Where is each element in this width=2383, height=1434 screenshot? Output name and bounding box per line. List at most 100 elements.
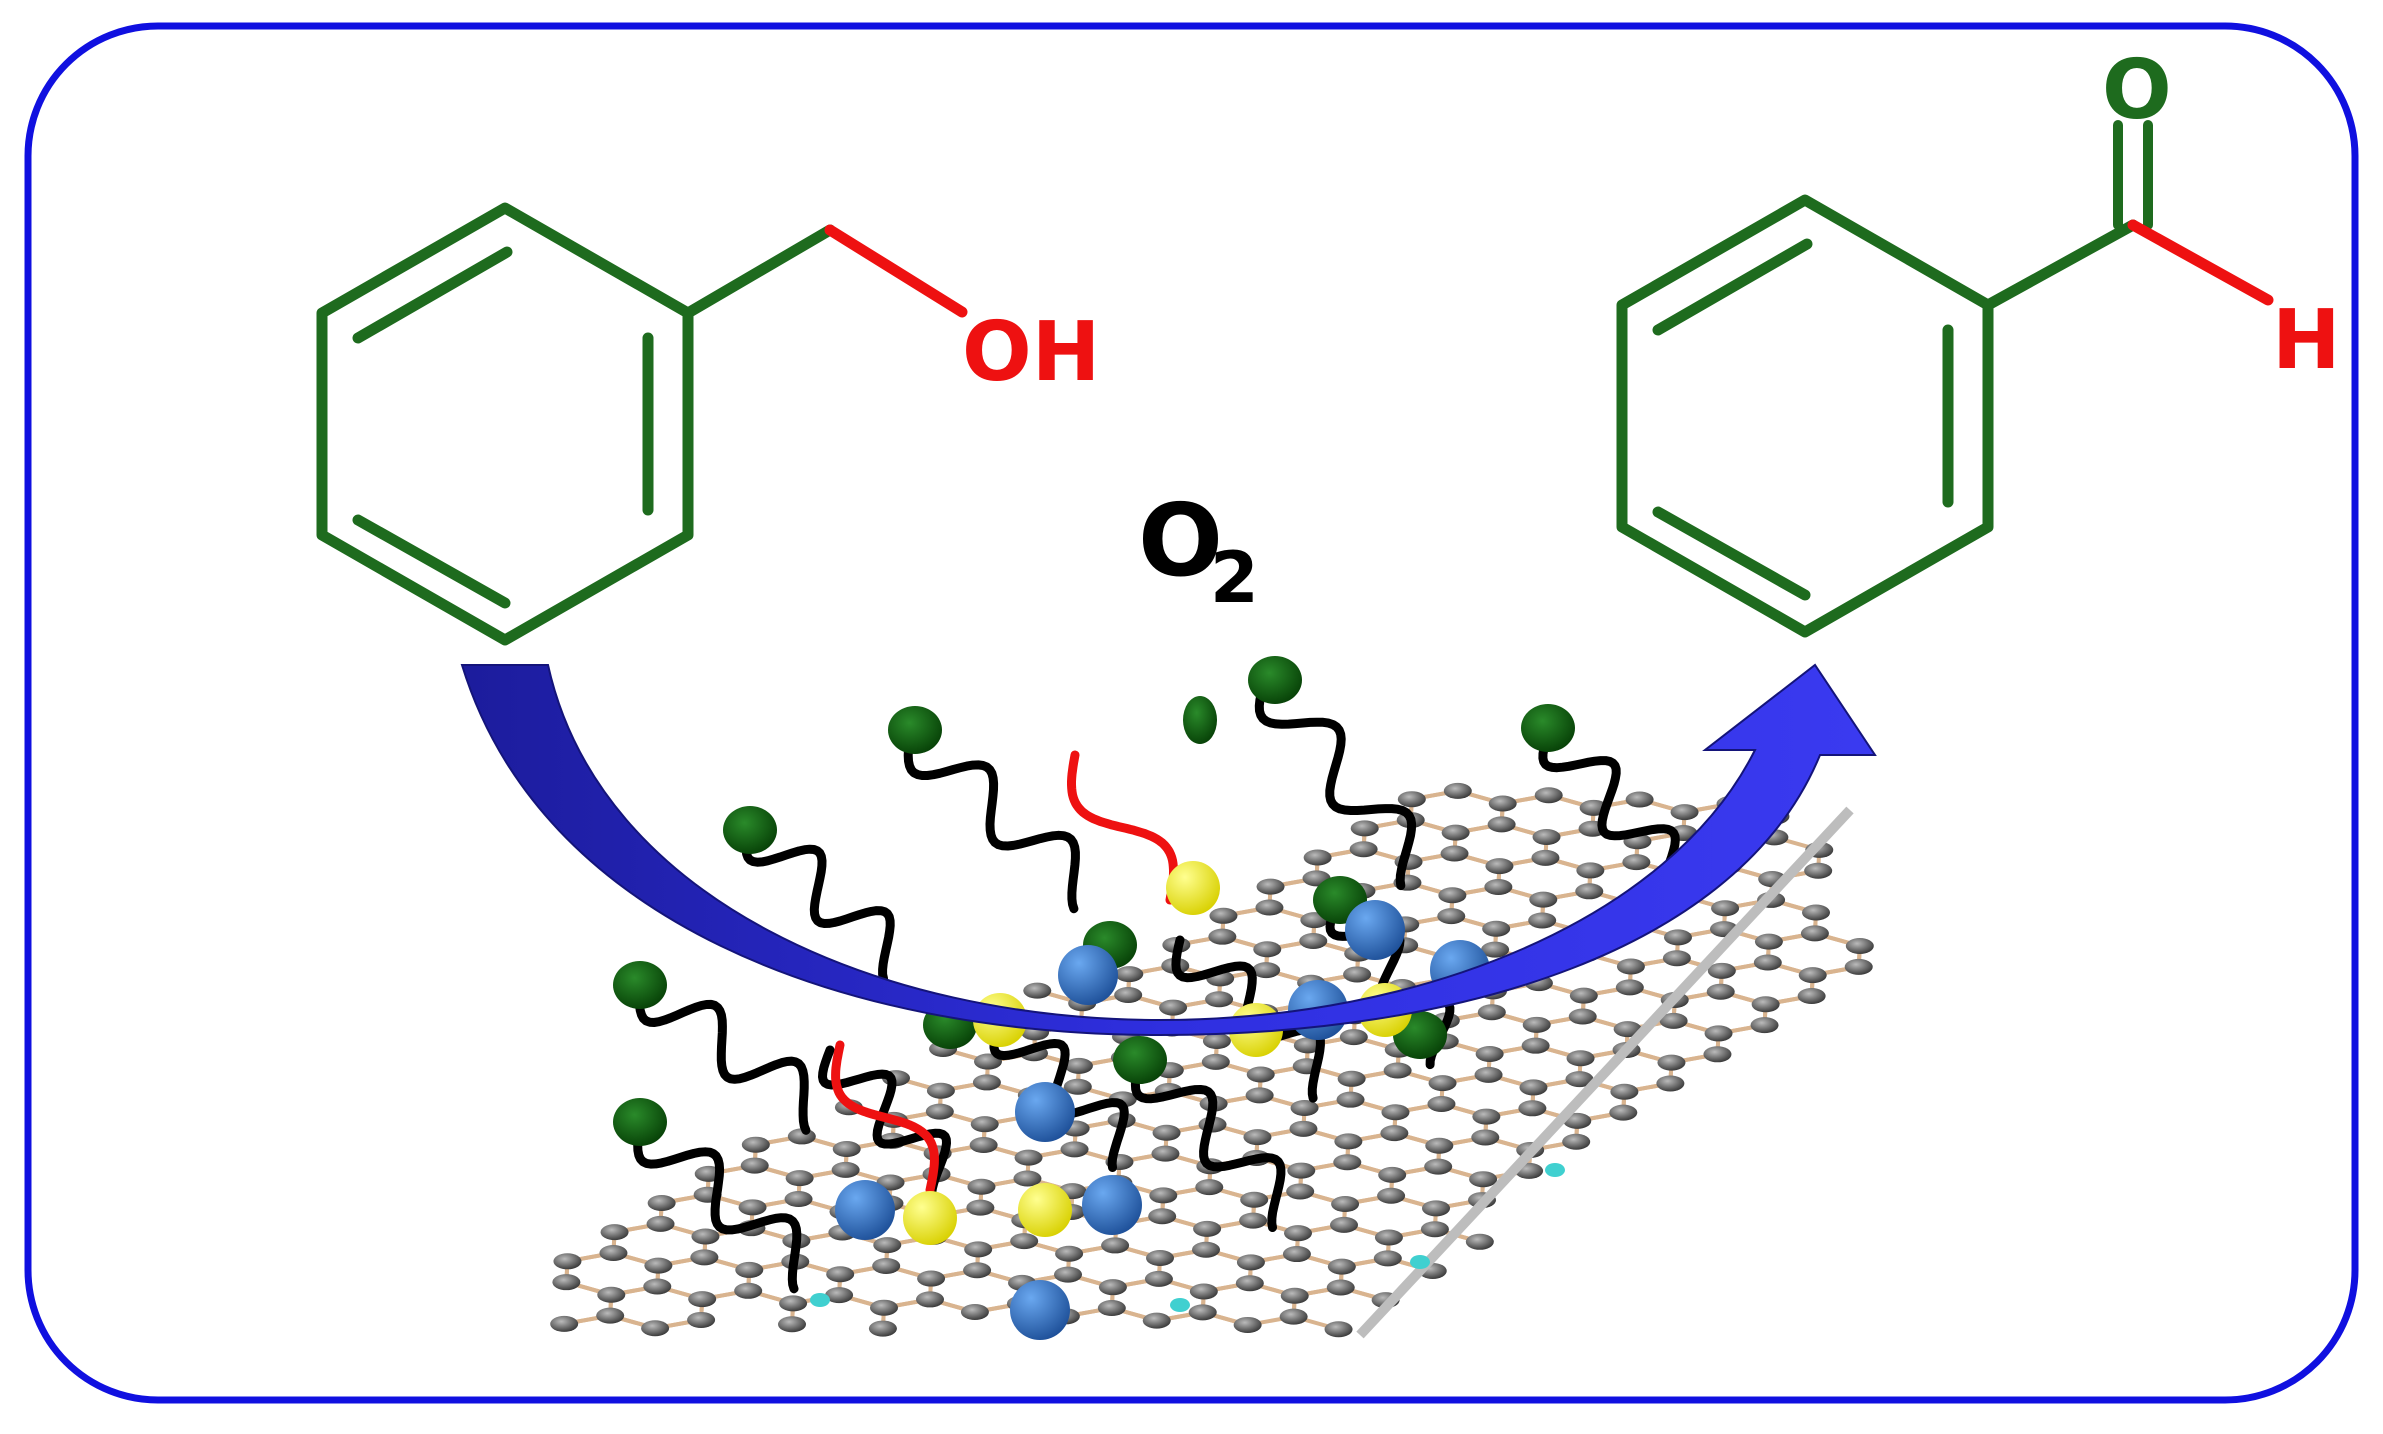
graphene-atom: [969, 1137, 998, 1154]
graphene-atom: [1750, 1017, 1779, 1034]
graphene-atom: [1751, 996, 1780, 1013]
ligand-head-group: [1183, 696, 1217, 744]
graphene-atom: [1625, 791, 1654, 808]
graphene-atom: [1337, 1070, 1366, 1087]
graphene-atom: [1055, 1245, 1084, 1262]
product-double-bond: [1652, 238, 1813, 336]
graphene-atom: [643, 1278, 672, 1295]
graphene-atom: [960, 1304, 989, 1321]
graphene-atom: [1331, 1196, 1360, 1213]
graphene-atom: [1380, 1125, 1409, 1142]
product-double-bond: [1652, 506, 1811, 601]
graphene-atom: [1246, 1066, 1275, 1083]
graphene-atom: [1565, 1071, 1594, 1088]
benzaldehyde-structure: [1616, 120, 2274, 638]
graphene-atom: [1343, 966, 1372, 983]
graphene-atom: [596, 1307, 625, 1324]
graphene-atom: [1707, 962, 1736, 979]
graphene-atom: [1233, 1316, 1262, 1333]
graphene-atom: [1484, 878, 1513, 895]
graphene-atom: [1528, 912, 1557, 929]
graphene-atom: [1146, 1250, 1175, 1267]
graphene-atom: [1562, 1133, 1591, 1150]
ligand-head-group: [1248, 656, 1302, 704]
graphene-atom: [1569, 987, 1598, 1004]
graphene-atom: [1437, 908, 1466, 925]
graphene-atom: [1252, 962, 1281, 979]
ligand-chain: [1254, 675, 1417, 891]
graphene-atom: [1487, 816, 1516, 833]
graphene-atom: [1383, 1062, 1412, 1079]
reactant-double-bond: [352, 514, 511, 609]
graphene-atom: [1438, 887, 1467, 904]
sulfur-atom: [903, 1191, 957, 1245]
graphene-atom: [1576, 862, 1605, 879]
graphene-atom: [553, 1253, 582, 1270]
ligand-head-group: [723, 806, 777, 854]
graphene-atom: [1441, 824, 1470, 841]
graphene-atom: [1475, 1045, 1504, 1062]
graphene-atom: [1192, 1241, 1221, 1258]
graphene-atom: [1159, 999, 1188, 1016]
graphene-atom: [1279, 1308, 1308, 1325]
graphene-atom: [1522, 1016, 1551, 1033]
reactant-benzene-ring: [316, 202, 694, 646]
graphene-atom: [1754, 933, 1783, 950]
cobalt-atom: [1082, 1175, 1142, 1235]
graphene-atom: [1144, 1270, 1173, 1287]
ligand-chain: [633, 1120, 802, 1294]
carbonyl-o-label: O: [2102, 43, 2172, 138]
graphene-atom: [1706, 983, 1735, 1000]
graphene-atom: [1662, 950, 1691, 967]
graphene-atom: [1148, 1208, 1177, 1225]
graphene-atom: [1424, 1158, 1453, 1175]
graphene-atom: [1422, 1200, 1451, 1217]
graphene-atom: [1378, 1166, 1407, 1183]
graphene-atom: [1239, 1212, 1268, 1229]
graphene-atom: [785, 1170, 814, 1187]
graphene-atom: [550, 1315, 579, 1332]
graphene-atom: [1287, 1162, 1316, 1179]
graphene-atom: [1427, 1095, 1456, 1112]
hydroxyl-label: OH: [962, 305, 1100, 400]
graphene-atom: [1290, 1099, 1319, 1116]
graphene-atom: [1845, 937, 1874, 954]
graphene-atom: [1711, 900, 1740, 917]
graphene-atom: [825, 1287, 854, 1304]
aldehyde-h-label: H: [2272, 293, 2341, 388]
frame-border: [24, 22, 2359, 1404]
graphene-atom: [1798, 967, 1827, 984]
c-o-bond: [824, 224, 968, 318]
graphene-atom: [1529, 891, 1558, 908]
graphene-atom: [1349, 841, 1378, 858]
graphene-atom: [1613, 1021, 1642, 1038]
graphene-atom: [691, 1228, 720, 1245]
sulfur-atom: [1018, 1183, 1072, 1237]
graphene-atom: [1443, 782, 1472, 799]
graphene-atom: [1615, 979, 1644, 996]
graphene-atom: [1235, 1275, 1264, 1292]
sheet-edge: [1356, 806, 1854, 1339]
graphene-atom: [1425, 1137, 1454, 1154]
graphene-atom: [741, 1136, 770, 1153]
benzylic-bond: [682, 224, 836, 319]
graphene-atom: [778, 1316, 807, 1333]
graphene-atom: [1189, 1283, 1218, 1300]
ligand-head-group: [888, 706, 942, 754]
graphene-atom: [784, 1191, 813, 1208]
graphene-atom: [1521, 1037, 1550, 1054]
ligand-head-group: [613, 961, 667, 1009]
graphene-atom: [1289, 1120, 1318, 1137]
graphene-atom: [1610, 1083, 1639, 1100]
reactant-double-bond: [352, 246, 513, 344]
ligand-chain: [1538, 725, 1680, 901]
graphene-atom: [1253, 941, 1282, 958]
graphene-atom: [1482, 920, 1511, 937]
graphene-atom: [1208, 928, 1237, 945]
graphene-atom: [1299, 932, 1328, 949]
graphene-atom: [1670, 804, 1699, 821]
graphene-atom: [1657, 1054, 1686, 1071]
graphene-atom: [1098, 1279, 1127, 1296]
graphene-atom: [1326, 1279, 1355, 1296]
graphene-atom: [1704, 1025, 1733, 1042]
